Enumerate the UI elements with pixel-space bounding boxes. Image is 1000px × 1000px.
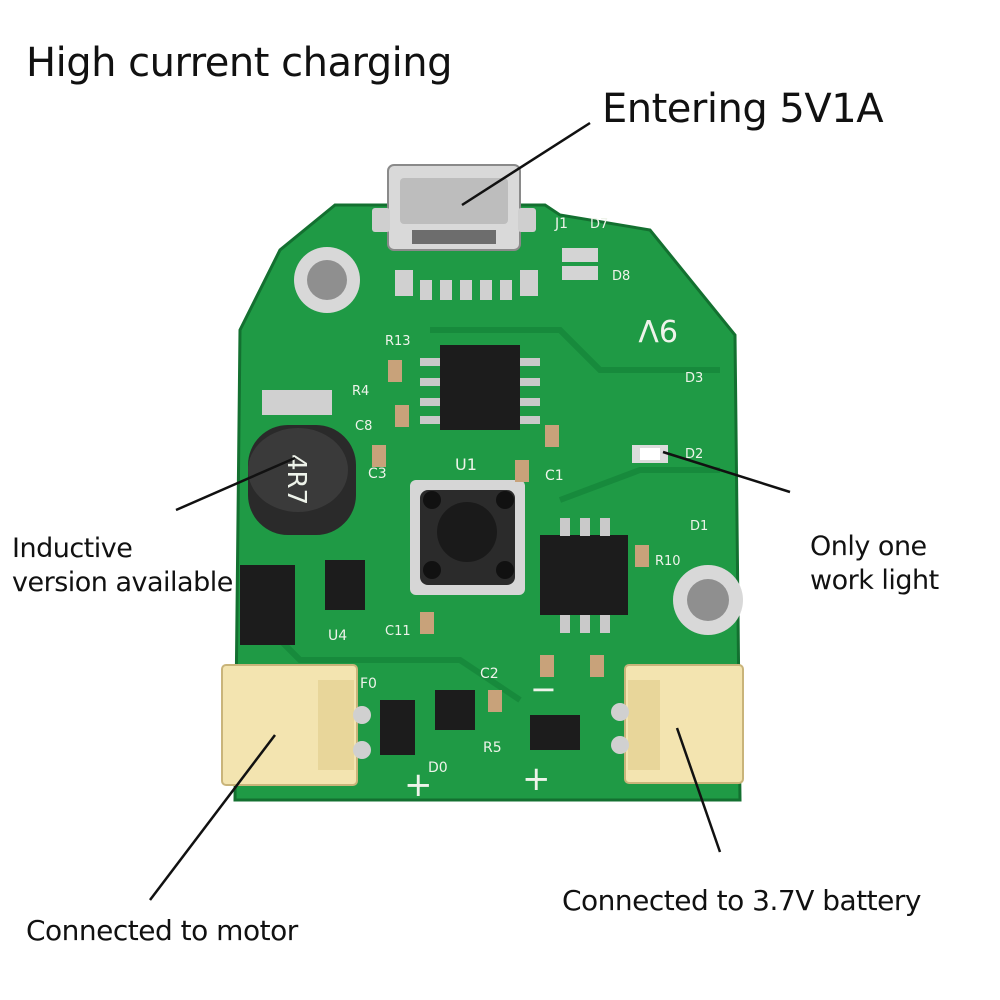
transistor-bottom [435, 690, 475, 730]
silk-d2: D2 [685, 447, 703, 462]
inductive-label-line1: Inductive [12, 533, 133, 564]
led-d8 [562, 266, 598, 280]
silk-r10: R10 [655, 554, 681, 569]
motor-label: Connected to motor [26, 914, 298, 947]
callout-line-battery [675, 727, 722, 853]
callout-line-input [461, 121, 591, 207]
callout-line-inductor [175, 456, 296, 512]
led-d7 [562, 248, 598, 262]
silk-c8: C8 [355, 419, 372, 434]
callout-line-motor [149, 734, 276, 901]
silk-u4: U4 [328, 628, 347, 644]
silk-u1: U1 [455, 455, 477, 474]
tactile-switch [410, 480, 525, 595]
work-light-label: Only one work light [810, 530, 939, 598]
ic-top [420, 345, 540, 430]
silk-c11: C11 [385, 624, 411, 639]
silk-plus-right: + [522, 759, 551, 799]
silk-d0: D0 [428, 760, 448, 776]
silk-f0: F0 [360, 676, 377, 692]
silk-c2: C2 [480, 666, 499, 682]
connector-battery [611, 664, 744, 784]
silk-j1: J1 [554, 216, 568, 232]
battery-label: Connected to 3.7V battery [562, 884, 921, 917]
micro-usb-port [372, 164, 536, 251]
silk-c3: C3 [368, 466, 387, 482]
input-label: Entering 5V1A [602, 86, 884, 132]
diode-left [240, 565, 295, 645]
silk-d8: D8 [612, 269, 630, 284]
mounting-hole-top-left [294, 247, 360, 313]
inductive-label-line2: version available [12, 567, 233, 598]
silk-d3: D3 [685, 371, 703, 386]
silk-plus-left: + [404, 765, 433, 805]
ic-right [540, 518, 628, 633]
callout-line-worklight [662, 450, 791, 494]
chip-bottom-left [380, 700, 415, 755]
inductor-4r7 [248, 390, 356, 535]
work-light-label-line1: Only one [810, 531, 927, 562]
silk-minus: − [530, 670, 557, 708]
silk-d7: D7 [590, 217, 608, 232]
sot-chip [325, 560, 365, 610]
smd-parts [372, 360, 649, 712]
title-label: High current charging [26, 40, 453, 86]
connector-motor [221, 664, 371, 786]
work-light-label-line2: work light [810, 565, 939, 596]
silk-r5: R5 [483, 740, 502, 756]
chip-bottom-right [530, 715, 580, 750]
usb-pins [395, 270, 538, 300]
silk-9v: 9V [638, 312, 678, 347]
silk-r13: R13 [385, 334, 411, 349]
inductive-label: Inductive version available [12, 532, 233, 600]
led-d2 [632, 445, 668, 463]
mounting-hole-right [673, 565, 743, 635]
callout-lines [149, 121, 791, 901]
silk-c1: C1 [545, 468, 564, 484]
silk-d1: D1 [690, 519, 708, 534]
silk-r4: R4 [352, 384, 369, 399]
